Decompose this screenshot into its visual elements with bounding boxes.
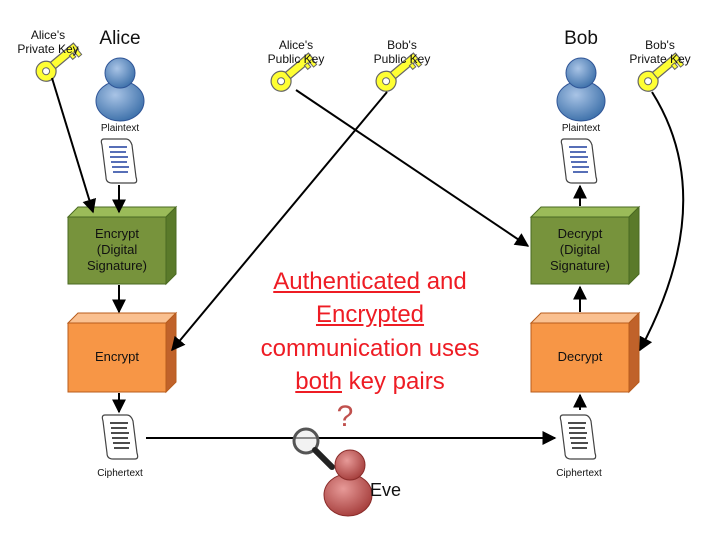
bob-decrypt-box-label: Decrypt [557,349,603,364]
bob-avatar-icon [556,57,606,122]
magnifying-glass-icon [292,427,335,470]
bob-name: Bob [564,28,598,49]
alice-name: Alice [99,28,141,49]
message-encrypted: Encrypted [315,301,425,328]
eve-question-mark: ? [336,400,354,433]
alice-public-key-icon [270,52,318,92]
bob-plaintext-document-icon [560,138,598,184]
bob-private-key-icon [637,52,685,92]
alice-sign-box [66,205,178,286]
eve-name: Eve [370,480,402,500]
alice-plaintext-label: Plaintext [100,123,140,134]
alice-sign-box-label: Encrypt (Digital Signature) [87,226,147,273]
message-line-3: communication uses [260,335,480,362]
bob-public-key-label: Bob's Public Key [373,38,431,66]
alice-encrypt-box [66,311,178,394]
arrow-alice-private-key-to-sign [51,77,97,214]
alice-plaintext-document-icon [100,138,138,184]
bob-verify-box-label: Decrypt (Digital Signature) [550,226,610,273]
arrow-bob-private-key-to-decrypt [639,91,685,352]
alice-private-key-icon [35,42,83,82]
message-both: both [295,368,342,395]
alice-encrypt-box-label: Encrypt [94,349,140,364]
alice-ciphertext-label: Ciphertext [97,468,143,479]
alice-ciphertext-document-icon [101,414,139,460]
eve-avatar-icon [323,449,373,517]
message-line-4: both key pairs [225,367,515,397]
bob-private-key-label: Bob's Private Key [629,38,691,66]
bob-plaintext-label: Plaintext [561,123,601,134]
bob-ciphertext-label: Ciphertext [556,468,602,479]
bob-public-key-icon [375,52,423,92]
arrow-bob-public-key-to-encrypt [171,91,388,352]
alice-private-key-label: Alice's Private Key [17,28,79,56]
message-authenticated: Authenticated [273,268,421,295]
message-key-pairs: key pairs [342,368,445,395]
arrow-alice-public-key-to-verify [295,89,530,247]
bob-decrypt-box [529,311,641,394]
bob-ciphertext-document-icon [559,414,597,460]
message-and: and [420,268,467,295]
message-line-2: Encrypted [225,300,515,330]
bob-verify-box [529,205,641,286]
alice-avatar-icon [95,57,145,122]
message-line-1: Authenticated and [225,267,515,297]
alice-public-key-label: Alice's Public Key [267,38,325,66]
